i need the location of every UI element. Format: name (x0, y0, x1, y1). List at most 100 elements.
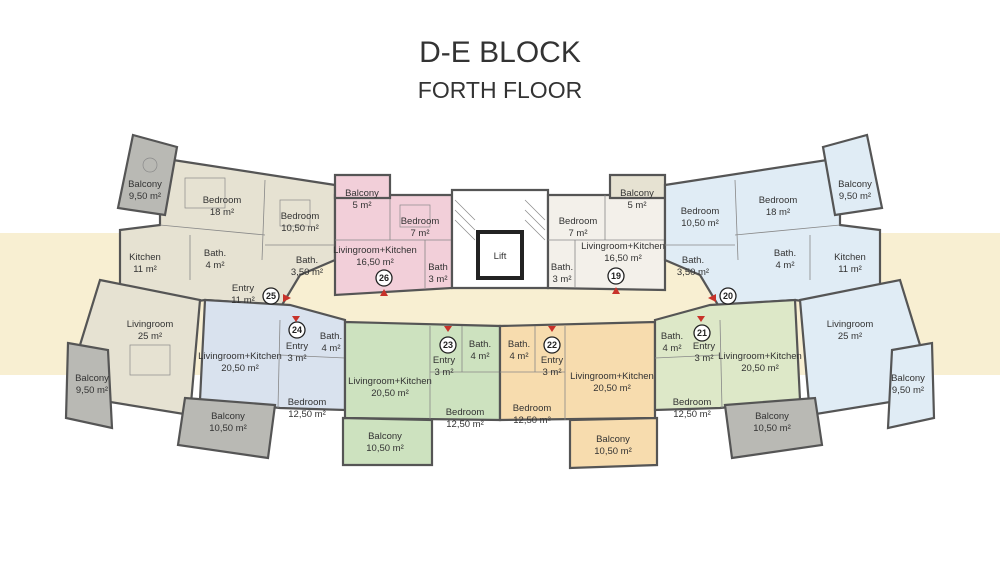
unit-marker-23[interactable]: 23 (439, 326, 457, 354)
balcony-lower-left (64, 341, 114, 430)
room-area: 20,50 m² (371, 388, 409, 399)
room-label: Entry (232, 283, 254, 294)
room-area: 9,50 m² (839, 191, 871, 202)
unit-marker-21[interactable]: 21 (693, 316, 711, 342)
room-label: Balcony (211, 411, 245, 422)
room-label: Balcony (75, 373, 109, 384)
room-label: Balcony (368, 431, 402, 442)
room-label: Entry (433, 355, 455, 366)
unit-23[interactable] (343, 320, 502, 422)
room-area: 3 m² (288, 353, 307, 364)
room-area: 25 m² (138, 331, 162, 342)
room-area: 11 m² (838, 264, 862, 275)
room-label: Bath. (469, 339, 491, 350)
room-label: Kitchen (129, 252, 161, 263)
unit-marker-25[interactable]: 25 (262, 287, 291, 305)
room-area: 10,50 m² (209, 423, 247, 434)
room-label: Bedroom (513, 403, 552, 414)
room-area: 18 m² (210, 207, 234, 218)
balcony-unit-23 (341, 416, 434, 467)
room-label: Bedroom (673, 397, 712, 408)
room-area: 20,50 m² (221, 363, 259, 374)
room-area: 3,50 m² (291, 267, 323, 278)
room-label: Entry (286, 341, 308, 352)
room-area: 20,50 m² (741, 363, 779, 374)
room-area: 4 m² (322, 343, 341, 354)
room-label: Balcony (755, 411, 789, 422)
room-area: 3 m² (553, 274, 572, 285)
room-area: 9,50 m² (76, 385, 108, 396)
balcony-upper-right (821, 133, 884, 217)
room-label: Livingroom+Kitchen (718, 351, 802, 362)
room-label: Livingroom+Kitchen (348, 376, 432, 387)
room-area: 3,50 m² (677, 267, 709, 278)
room-label: Balcony (345, 188, 379, 199)
core (450, 188, 550, 290)
room-area: 11 m² (231, 295, 255, 306)
balcony-unit-26 (333, 173, 392, 200)
room-label: Balcony (838, 179, 872, 190)
room-label: Livingroom (827, 319, 874, 330)
room-label: Livingroom+Kitchen (333, 245, 417, 256)
unit-marker-22[interactable]: 22 (543, 326, 561, 354)
svg-text:19: 19 (611, 271, 621, 281)
room-label: Livingroom+Kitchen (198, 351, 282, 362)
room-label: Kitchen (834, 252, 866, 263)
room-area: 3 m² (543, 367, 562, 378)
room-labels: Balcony 9,50 m² Bedroom 18 m² Bedroom 10… (75, 179, 925, 457)
unit-marker-26[interactable]: 26 (375, 269, 393, 296)
room-area: 12,50 m² (513, 415, 551, 426)
room-area: 10,50 m² (681, 218, 719, 229)
room-area: 12,50 m² (288, 409, 326, 420)
room-label: Bath. (682, 255, 704, 266)
room-area: 9,50 m² (129, 191, 161, 202)
room-label: Entry (693, 341, 715, 352)
room-label: Bedroom (203, 195, 242, 206)
room-area: 10,50 m² (366, 443, 404, 454)
room-area: 7 m² (569, 228, 588, 239)
room-label: Bedroom (559, 216, 598, 227)
room-area: 3 m² (435, 367, 454, 378)
room-area: 20,50 m² (593, 383, 631, 394)
room-area: 12,50 m² (673, 409, 711, 420)
svg-text:26: 26 (379, 273, 389, 283)
room-area: 3 m² (429, 274, 448, 285)
room-area: 18 m² (766, 207, 790, 218)
room-label: Bath. (551, 262, 573, 273)
lift-label: Lift (494, 251, 507, 262)
room-label: Balcony (128, 179, 162, 190)
room-area: 9,50 m² (892, 385, 924, 396)
room-area: 5 m² (353, 200, 372, 211)
unit-marker-19[interactable]: 19 (607, 267, 625, 294)
room-area: 10,50 m² (594, 446, 632, 457)
room-label: Bedroom (288, 397, 327, 408)
balcony-lower-right (886, 341, 936, 430)
svg-text:23: 23 (443, 340, 453, 350)
room-label: Bedroom (759, 195, 798, 206)
balcony-upper-left (116, 133, 179, 217)
room-area: 4 m² (663, 343, 682, 354)
room-label: Bedroom (401, 216, 440, 227)
unit-marker-24[interactable]: 24 (288, 316, 306, 339)
room-area: 7 m² (411, 228, 430, 239)
room-area: 16,50 m² (356, 257, 394, 268)
room-area: 10,50 m² (281, 223, 319, 234)
plan-subtitle: FORTH FLOOR (418, 77, 582, 103)
room-area: 4 m² (206, 260, 225, 271)
svg-text:21: 21 (697, 328, 707, 338)
room-label: Balcony (891, 373, 925, 384)
svg-text:25: 25 (266, 291, 276, 301)
room-area: 4 m² (776, 260, 795, 271)
room-label: Bedroom (281, 211, 320, 222)
room-area: 4 m² (510, 351, 529, 362)
unit-marker-20[interactable]: 20 (708, 287, 737, 305)
unit-markers: 25 26 19 20 24 23 22 (262, 267, 737, 354)
room-label: Bedroom (681, 206, 720, 217)
room-label: Bath (428, 262, 448, 273)
room-label: Bath. (204, 248, 226, 259)
room-area: 4 m² (471, 351, 490, 362)
balcony-unit-24 (176, 396, 277, 460)
plan-title: D-E BLOCK (419, 36, 581, 69)
